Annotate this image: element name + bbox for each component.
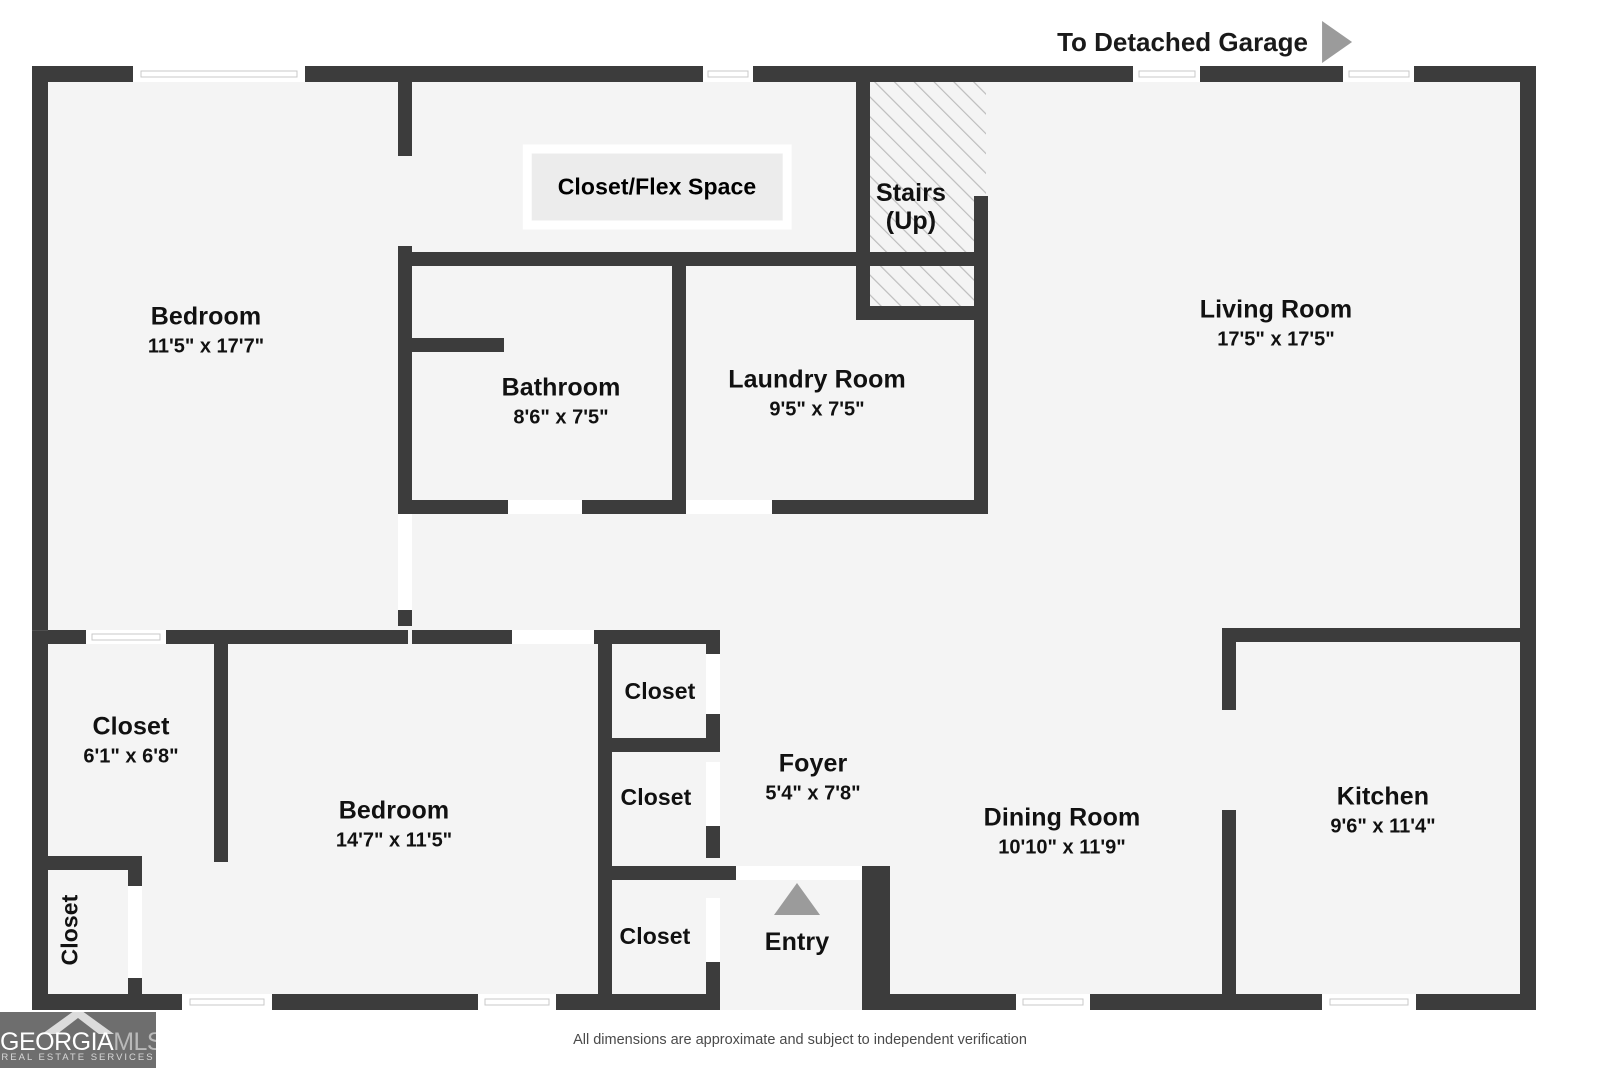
mls-tagline: REAL ESTATE SERVICES (1, 1052, 155, 1063)
mls-brand-primary: GEORGIA (0, 1028, 114, 1056)
window (133, 66, 305, 82)
door-opening (736, 866, 862, 880)
mls-brand-secondary: MLS (113, 1028, 156, 1056)
window-openings (32, 66, 1416, 1010)
house-roof-inner-icon (52, 1018, 104, 1038)
window (1343, 66, 1414, 82)
mls-wordmark: GEORGIAMLS (0, 1030, 156, 1055)
door-opening (512, 630, 594, 644)
window (1016, 994, 1090, 1010)
window (703, 66, 753, 82)
georgia-mls-logo: GEORGIAMLS REAL ESTATE SERVICES (0, 1012, 156, 1068)
window (1133, 66, 1200, 82)
door-opening (706, 762, 720, 826)
door-opening (686, 500, 772, 514)
window (1322, 994, 1416, 1010)
window (182, 994, 272, 1010)
window (86, 630, 166, 644)
door-opening (398, 514, 412, 610)
door-opening (706, 654, 720, 714)
door-opening (508, 500, 582, 514)
door-opening (706, 898, 720, 962)
door-opening (128, 886, 142, 978)
window (478, 994, 556, 1010)
